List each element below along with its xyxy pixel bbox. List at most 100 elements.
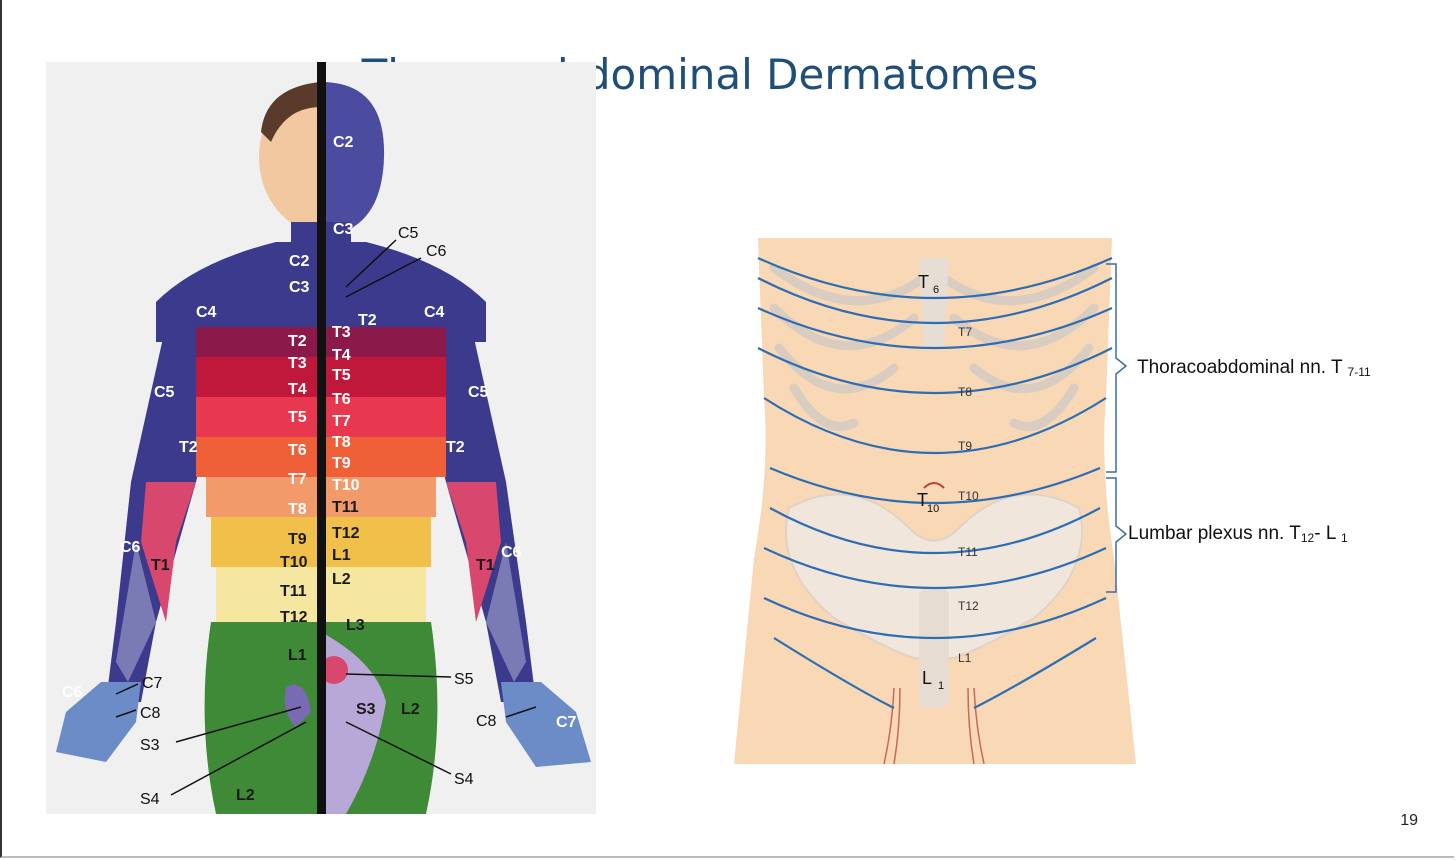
thoraco-annotation: Thoracoabdominal nn. T 7-11 xyxy=(1137,357,1371,379)
left-col-label: T11 xyxy=(280,583,307,600)
callout-c7: C7 xyxy=(142,675,163,692)
right-arm-t1-band xyxy=(486,542,526,682)
band-label: T11 xyxy=(958,545,978,559)
label-t1-right: T1 xyxy=(476,557,495,574)
right-col-label: L3 xyxy=(346,617,365,634)
thoraco-annotation-text: Thoracoabdominal nn. T xyxy=(1137,357,1343,378)
callout-s4-right: S4 xyxy=(454,771,474,788)
label-c5-right: C5 xyxy=(468,384,489,401)
right-col-label: T3 xyxy=(332,324,351,341)
left-col-label: T2 xyxy=(288,333,307,350)
marker-t6-letter: T xyxy=(918,272,929,292)
right-col-label: T11 xyxy=(332,499,359,516)
label-c6-right: C6 xyxy=(501,544,522,561)
callout-c5: C5 xyxy=(398,225,419,242)
label-t2-chest-right: T2 xyxy=(358,312,377,329)
left-col-label: T9 xyxy=(288,531,307,548)
label-c4-left: C4 xyxy=(196,304,217,321)
torso-dermatome-svg: T7 T8 T9 T10 T11 T12 L1 T 6 T 10 L 1 xyxy=(734,238,1136,764)
marker-t10-letter: T xyxy=(917,490,928,510)
right-hand xyxy=(501,682,591,767)
band-label: T8 xyxy=(958,385,972,399)
label-c3-left: C3 xyxy=(289,279,310,296)
band-label: T12 xyxy=(958,599,979,613)
label-c5-left: C5 xyxy=(154,384,175,401)
sacrum xyxy=(919,588,949,708)
right-col-label: L2 xyxy=(332,571,351,588)
callout-lines xyxy=(115,239,537,796)
lumbar-annotation: Lumbar plexus nn. T12- L 1 xyxy=(1128,523,1348,545)
right-col-label: T5 xyxy=(332,367,351,384)
callout-s3: S3 xyxy=(140,737,160,754)
right-arm-t2-band xyxy=(446,482,501,622)
right-col-label: T12 xyxy=(332,525,360,542)
label-s3-leg: S3 xyxy=(356,701,376,718)
marker-t6-sub: 6 xyxy=(933,284,939,296)
left-col-label: T6 xyxy=(288,442,307,459)
s5-area xyxy=(320,656,348,684)
right-col-label: T8 xyxy=(332,434,351,451)
torso-dermatome-figure: T7 T8 T9 T10 T11 T12 L1 T 6 T 10 L 1 xyxy=(734,238,1136,764)
marker-l1-sub: 1 xyxy=(938,680,944,692)
left-col-label: L1 xyxy=(288,647,307,664)
dermatome-lines xyxy=(757,256,1113,709)
lumbar-annotation-sub-2: 1 xyxy=(1340,531,1348,545)
page-number: 19 xyxy=(1400,812,1418,829)
right-col-label: T7 xyxy=(332,413,351,430)
lumbar-annotation-sub-1: 12 xyxy=(1300,531,1315,545)
body-dermatome-figure: C2 C3 C2 C3 C4 C4 T2 C5 C5 T2 T2 C6 T1 T… xyxy=(46,62,596,814)
label-l2-leg-left: L2 xyxy=(236,787,255,804)
left-col-label: T10 xyxy=(280,554,308,571)
band-label: L1 xyxy=(958,651,972,665)
right-col-label: T4 xyxy=(332,347,351,364)
callout-s5: S5 xyxy=(454,671,474,688)
rib-cage xyxy=(769,263,1099,431)
label-c6-left: C6 xyxy=(120,539,141,556)
right-col-label: L1 xyxy=(332,547,351,564)
left-hand xyxy=(56,682,141,762)
band-label: T10 xyxy=(958,489,979,503)
brace-lines xyxy=(1106,263,1128,593)
label-c4-right: C4 xyxy=(424,304,445,321)
head-right-c2 xyxy=(321,82,385,237)
left-col-label: T12 xyxy=(280,609,308,626)
label-l2-leg-right: L2 xyxy=(401,701,420,718)
label-c2-left: C2 xyxy=(289,253,310,270)
left-arm-t2-band xyxy=(141,482,196,622)
callout-c8-left: C8 xyxy=(140,705,161,722)
callout-c6: C6 xyxy=(426,243,447,260)
midline-bar xyxy=(317,62,326,814)
torso-skin xyxy=(734,238,1136,764)
thoraco-annotation-sub: 7-11 xyxy=(1347,365,1371,379)
lumbar-annotation-text-2: - L xyxy=(1314,523,1336,544)
label-c6-hand: C6 xyxy=(62,684,83,701)
label-c7-right: C7 xyxy=(556,714,577,731)
callout-c8-right: C8 xyxy=(476,713,497,730)
left-col-label: T3 xyxy=(288,355,307,372)
label-c2-head: C2 xyxy=(333,134,354,151)
band-label: T9 xyxy=(958,439,972,453)
marker-t10-sub: 10 xyxy=(927,503,939,515)
left-col-label: T5 xyxy=(288,409,307,426)
label-t1-left: T1 xyxy=(151,557,170,574)
body-dermatome-svg: C2 C3 C2 C3 C4 C4 T2 C5 C5 T2 T2 C6 T1 T… xyxy=(46,62,596,814)
right-col-label: T9 xyxy=(332,455,351,472)
sternum xyxy=(919,258,949,348)
hair xyxy=(261,82,321,142)
femoral-vessels xyxy=(883,687,985,764)
left-arm-t1-band xyxy=(116,542,156,682)
thoraco-brace xyxy=(1106,263,1128,473)
marker-l1-letter: L xyxy=(922,668,932,688)
lumbar-brace xyxy=(1106,477,1128,593)
callout-s4-left: S4 xyxy=(140,791,160,808)
label-c3-neck: C3 xyxy=(333,221,354,238)
right-col-label: T6 xyxy=(332,391,351,408)
label-t2-arm-right: T2 xyxy=(446,439,465,456)
label-t2-arm-left: T2 xyxy=(179,439,198,456)
umbilicus-mark xyxy=(923,482,945,489)
pelvis xyxy=(785,493,1083,659)
band-label: T7 xyxy=(958,325,972,339)
left-col-label: T8 xyxy=(288,501,307,518)
right-col-label: T10 xyxy=(332,477,360,494)
